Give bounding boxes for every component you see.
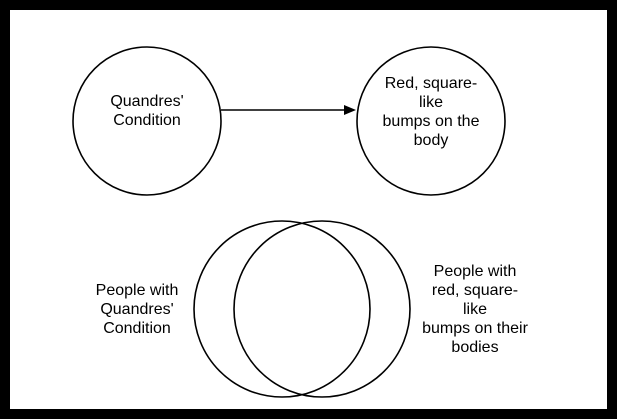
arrow-head-icon bbox=[344, 105, 356, 115]
venn-right-label-line-2: red, square- bbox=[431, 282, 519, 299]
venn-right-label: People with red, square- like bumps on t… bbox=[405, 262, 545, 357]
venn-left-label: People with Quandres' Condition bbox=[82, 281, 192, 338]
venn-left-label-line-1: People with bbox=[95, 282, 179, 299]
effect-node-label: Red, square- like bumps on the body bbox=[371, 74, 491, 150]
venn-left-label-line-2: Quandres' bbox=[100, 301, 174, 318]
effect-node-label-line-4: body bbox=[413, 132, 449, 149]
venn-right-label-line-1: People with bbox=[433, 263, 517, 280]
venn-left-circle bbox=[193, 220, 371, 398]
effect-node-label-line-3: bumps on the bbox=[382, 113, 480, 130]
cause-node-label-line-1: Quandres' bbox=[110, 93, 184, 110]
cause-node-label: Quandres' Condition bbox=[87, 92, 207, 130]
effect-node-label-line-2: like bbox=[418, 94, 443, 111]
effect-node-circle bbox=[356, 46, 506, 196]
cause-node-label-line-2: Condition bbox=[113, 112, 181, 129]
venn-right-circle bbox=[233, 220, 411, 398]
cause-node-circle bbox=[72, 46, 222, 196]
venn-right-label-line-3: like bbox=[462, 301, 487, 318]
venn-right-label-line-5: bodies bbox=[451, 339, 499, 356]
effect-node-label-line-1: Red, square- bbox=[384, 75, 478, 92]
venn-left-label-line-3: Condition bbox=[103, 320, 171, 337]
venn-right-label-line-4: bumps on their bbox=[422, 320, 528, 337]
